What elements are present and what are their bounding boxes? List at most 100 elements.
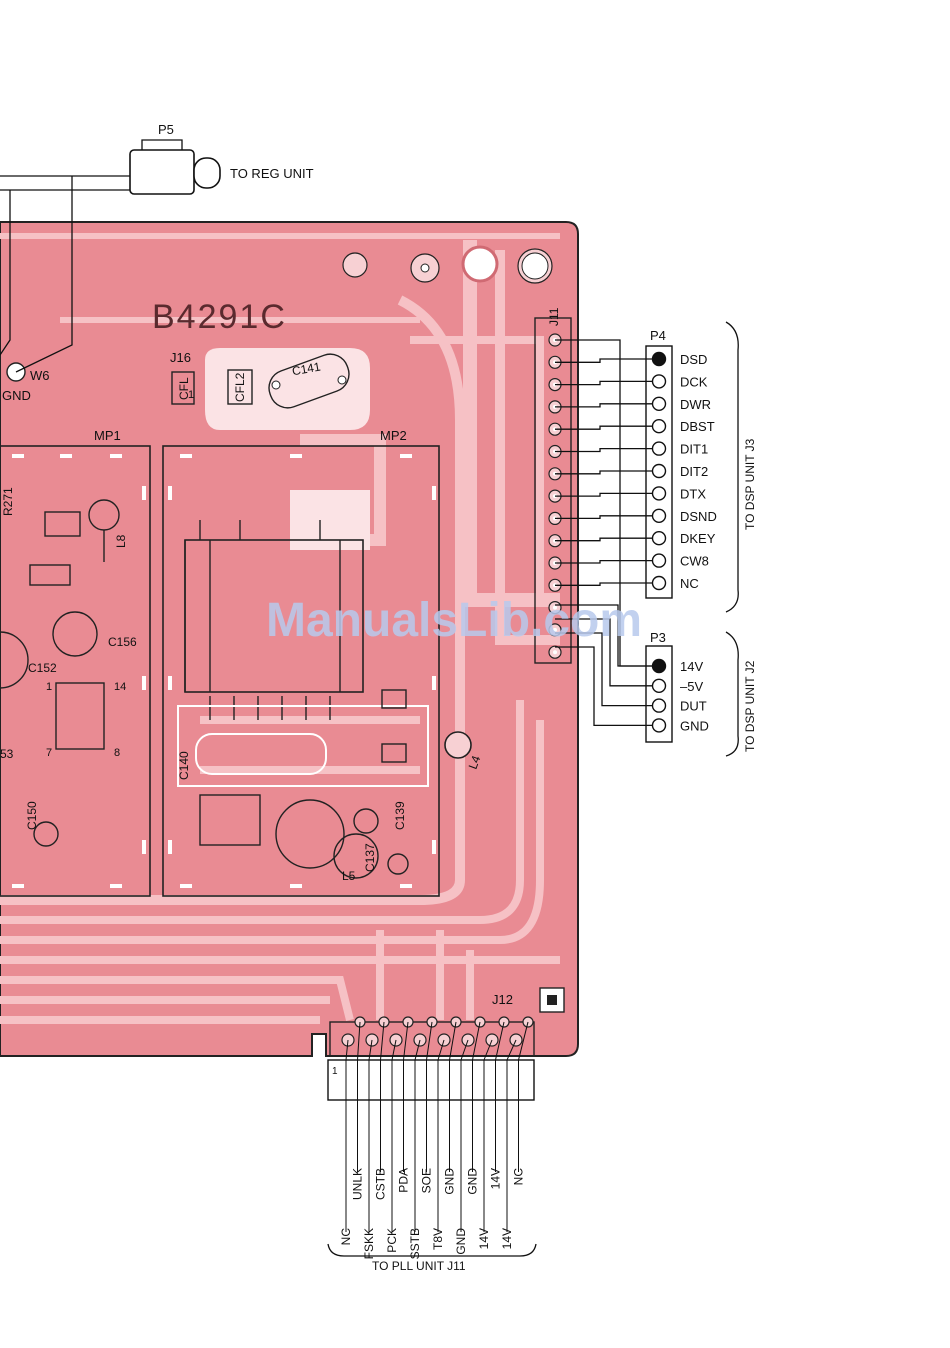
c150-label: C150 [25, 801, 39, 830]
c141-label: C141 [291, 359, 322, 378]
module-mp1-label: MP1 [94, 428, 121, 443]
cable-link [472, 1021, 481, 1061]
p4-pin-label: DCK [680, 374, 708, 389]
square-pad-core [547, 995, 557, 1005]
pll-upper-pin-label: GND [466, 1168, 480, 1195]
pll-upper-pin-label: CSTB [374, 1168, 388, 1200]
p4-pin-label: DIT2 [680, 464, 708, 479]
j11-pad-hole [553, 650, 557, 655]
cable-link [506, 1039, 517, 1061]
cable-link [403, 1021, 409, 1061]
p3-wire [555, 618, 652, 687]
p4-pin-label: DKEY [680, 531, 716, 546]
p4-group-label: TO DSP UNIT J3 [743, 438, 757, 530]
c152-label: C152 [28, 661, 57, 675]
p4-pin [651, 441, 667, 456]
ic-pin8-label: 8 [114, 747, 120, 759]
cable-link [483, 1039, 493, 1061]
l8-label: L8 [114, 534, 128, 548]
j11-pad-hole [553, 605, 557, 610]
p4-pin-label: DBST [680, 419, 715, 434]
p4-pin-label: DTX [680, 486, 706, 501]
pll-upper-pin-label: SOE [420, 1168, 434, 1193]
p4-wire [555, 358, 652, 363]
p4-pin [651, 396, 667, 411]
p3-wire [555, 646, 652, 727]
p3-pin-label: –5V [680, 679, 703, 694]
connector-j16-label: J16 [170, 350, 191, 365]
p4-wire [555, 515, 652, 520]
pll-pin1-marker: 1 [332, 1066, 338, 1077]
pll-lower-pin-label: 14V [500, 1228, 514, 1249]
l5-label: L5 [342, 869, 356, 883]
cfl1-label: CFL [177, 377, 191, 400]
p4-wire [555, 447, 652, 453]
mounting-holes [342, 245, 553, 284]
p4-wire [555, 582, 652, 586]
p4-pin-label: NC [680, 576, 699, 591]
mp1-components [0, 362, 120, 847]
c139-label: C139 [393, 801, 407, 830]
copper-traces [0, 233, 560, 1024]
p4-pin [651, 351, 667, 367]
watermark: ManualsLib.com [266, 594, 642, 647]
cable-link [460, 1039, 469, 1061]
p4-pin-label: DWR [680, 397, 711, 412]
cable-link [437, 1039, 445, 1061]
c137-label: C137 [363, 843, 377, 872]
cable-link [345, 1039, 349, 1061]
p4-pin-label: DSD [680, 352, 707, 367]
p4-pin [651, 553, 667, 568]
p4-pin [651, 508, 667, 523]
cable-link [368, 1039, 373, 1061]
p4-name: P4 [650, 328, 666, 343]
cable-link [518, 1021, 529, 1061]
c140-label: C140 [177, 751, 191, 780]
p3-feed-wire [555, 339, 652, 667]
p4-wire [555, 403, 652, 408]
cable-link [391, 1039, 397, 1061]
pll-upper-pin-label: PDA [397, 1168, 411, 1193]
module-mp1-frame [0, 445, 151, 897]
j12-header [329, 1016, 535, 1057]
p5-name: P5 [158, 122, 174, 137]
cutout-center [290, 490, 370, 550]
pll-lower-pin-label: PCK [385, 1228, 399, 1253]
p3-pin [651, 698, 667, 713]
p4-wire [555, 492, 652, 497]
crystal-filter-area [171, 353, 350, 409]
cable-link [449, 1021, 457, 1061]
p3-pin-label: DUT [680, 699, 707, 714]
pll-lower-pin-label: NC [339, 1228, 353, 1246]
pll-lower-pin-label: SSTB [408, 1228, 422, 1259]
p4-pin [651, 374, 667, 389]
cable-link [380, 1021, 385, 1061]
ic-pin7-label: 7 [46, 747, 52, 759]
p3-name: P3 [650, 630, 666, 645]
p4-wire [555, 537, 652, 542]
cfl2-label: CFL2 [233, 372, 247, 402]
pll-lower-pin-label: GND [454, 1228, 468, 1255]
pll-upper-pin-label: NC [512, 1168, 526, 1186]
p4-wire [555, 425, 652, 430]
cfl1-pin-label: 1 [188, 389, 194, 401]
p4-pin [651, 463, 667, 479]
cable-link [414, 1039, 421, 1061]
p4-wire [555, 470, 652, 475]
p5-connector [0, 139, 221, 373]
pll-group-label: TO PLL UNIT J11 [372, 1259, 466, 1273]
ic-pin1-label: 1 [46, 681, 52, 693]
pll-upper-pin-label: UNLK [351, 1168, 365, 1200]
r271-label: R271 [1, 487, 15, 516]
c156-label: C156 [108, 635, 137, 649]
j11-pad-hole [553, 627, 557, 632]
pll-lower-pin-label: T8V [431, 1228, 445, 1250]
module-mp2-label: MP2 [380, 428, 407, 443]
p3-wire [555, 632, 652, 707]
connector-j12-label: J12 [492, 992, 513, 1007]
connector-j11-label: J11 [547, 307, 561, 326]
pll-upper-pin-label: 14V [489, 1168, 503, 1189]
frame-tabs [12, 454, 436, 888]
